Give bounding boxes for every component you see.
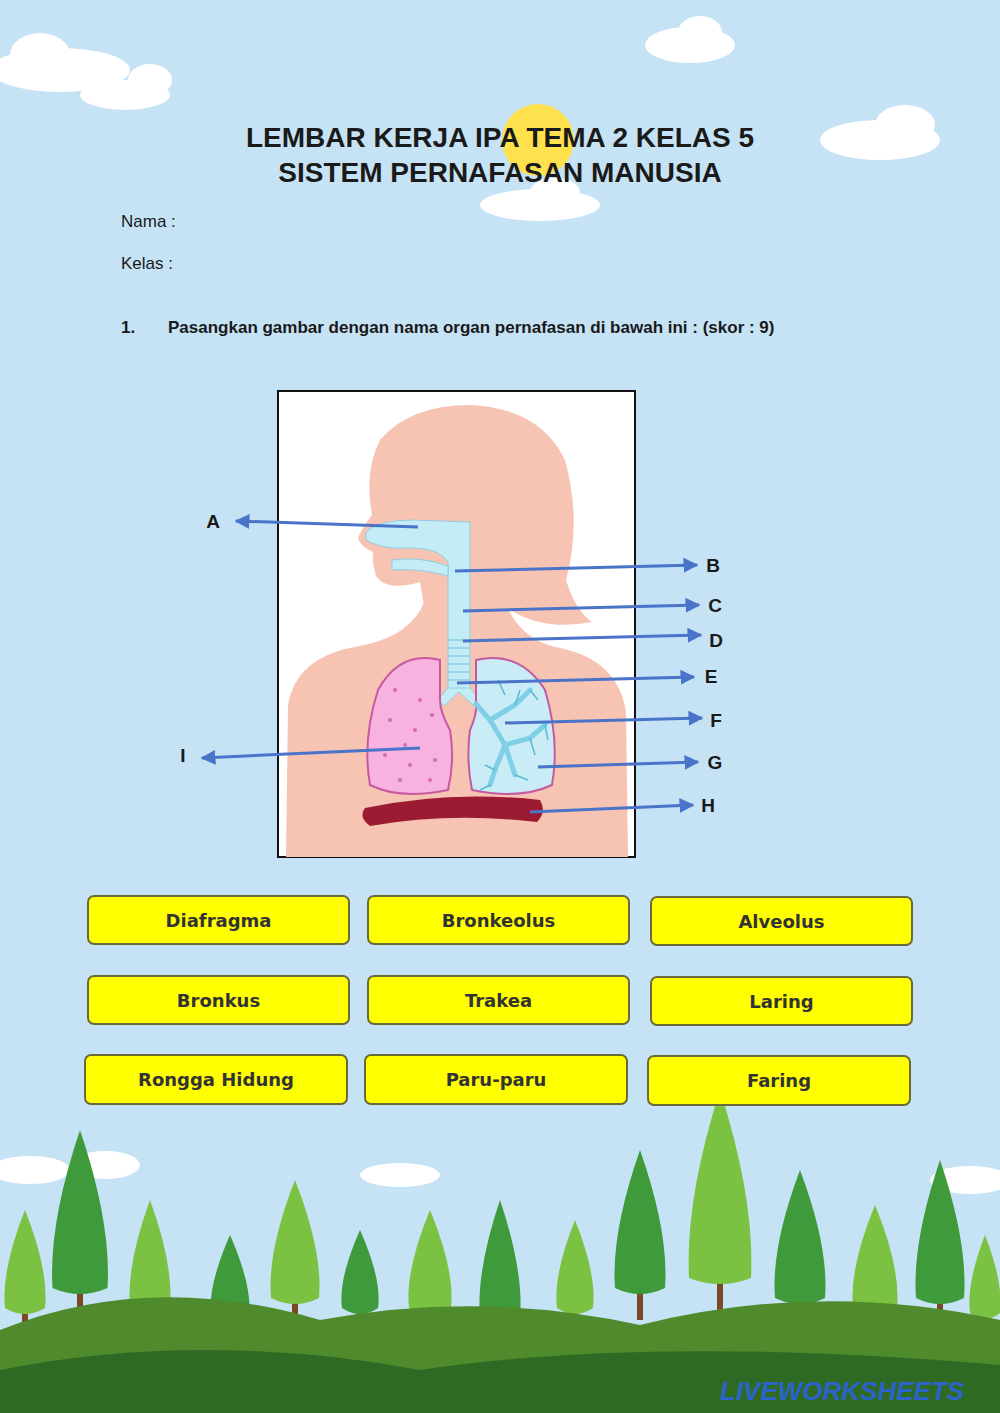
answer-box: Bronkus <box>87 975 350 1025</box>
bronchi-tree <box>476 690 545 785</box>
answer-box: Diafragma <box>87 895 350 945</box>
answer-box: Faring <box>647 1055 911 1106</box>
callout-letter: C <box>708 595 722 617</box>
organ-name: Bronkeolus <box>442 910 556 931</box>
organ-name: Laring <box>749 991 813 1012</box>
tree-crown <box>556 1220 593 1314</box>
callout-letter: A <box>206 511 220 533</box>
worksheet-title: LEMBAR KERJA IPA TEMA 2 KELAS 5 SISTEM P… <box>190 120 810 190</box>
tree-crown <box>852 1205 897 1314</box>
alveoli-dots <box>383 688 437 782</box>
answer-box: Alveolus <box>650 896 913 946</box>
answer-box: Rongga Hidung <box>84 1054 348 1105</box>
tree-crown <box>271 1180 320 1304</box>
clouds <box>0 16 1000 1194</box>
answer-box: Laring <box>650 976 913 1026</box>
organ-name: Paru-paru <box>446 1069 547 1090</box>
field-label: Kelas : <box>121 254 173 274</box>
callout-letter: G <box>708 752 723 774</box>
tree-crown <box>4 1210 45 1314</box>
diaphragm <box>362 796 542 826</box>
hill-back <box>0 1297 1000 1413</box>
organ-name: Rongga Hidung <box>138 1069 294 1090</box>
field-label: Nama : <box>121 212 176 232</box>
tree-crown <box>916 1160 965 1304</box>
tree-crown <box>52 1130 108 1294</box>
tree-crown <box>341 1230 378 1314</box>
answer-box: Paru-paru <box>364 1054 628 1105</box>
hill-front <box>0 1350 1000 1413</box>
tree-crown <box>408 1210 451 1314</box>
answer-box: Bronkeolus <box>367 895 630 945</box>
question-number: 1. <box>121 318 135 338</box>
illustration-frame <box>278 391 635 857</box>
callout-letter: H <box>701 795 715 817</box>
organ-name: Trakea <box>465 990 532 1011</box>
callout-letter: E <box>705 666 718 688</box>
tree-crown <box>689 1090 752 1284</box>
tree-crown <box>479 1200 520 1324</box>
organ-name: Alveolus <box>738 911 824 932</box>
callout-letter: B <box>706 555 720 577</box>
organ-name: Diafragma <box>166 910 272 931</box>
callout-letter: D <box>709 630 723 652</box>
watermark: LIVEWORKSHEETS <box>720 1376 964 1407</box>
question-text: Pasangkan gambar dengan nama organ perna… <box>168 318 774 338</box>
organ-name: Faring <box>747 1070 811 1091</box>
body-silhouette <box>286 405 628 857</box>
bronchioles <box>480 680 548 790</box>
organ-name: Bronkus <box>177 990 260 1011</box>
tree-crown <box>129 1200 170 1314</box>
callout-letter: F <box>710 710 722 732</box>
tree-crown <box>775 1170 826 1304</box>
trachea-rings <box>448 640 470 680</box>
lungs <box>367 658 554 794</box>
tree-crown <box>969 1235 1000 1319</box>
callout-letter: I <box>180 745 185 767</box>
answer-box: Trakea <box>367 975 630 1025</box>
tree-crown <box>615 1150 666 1294</box>
leader-arrows <box>202 521 702 812</box>
